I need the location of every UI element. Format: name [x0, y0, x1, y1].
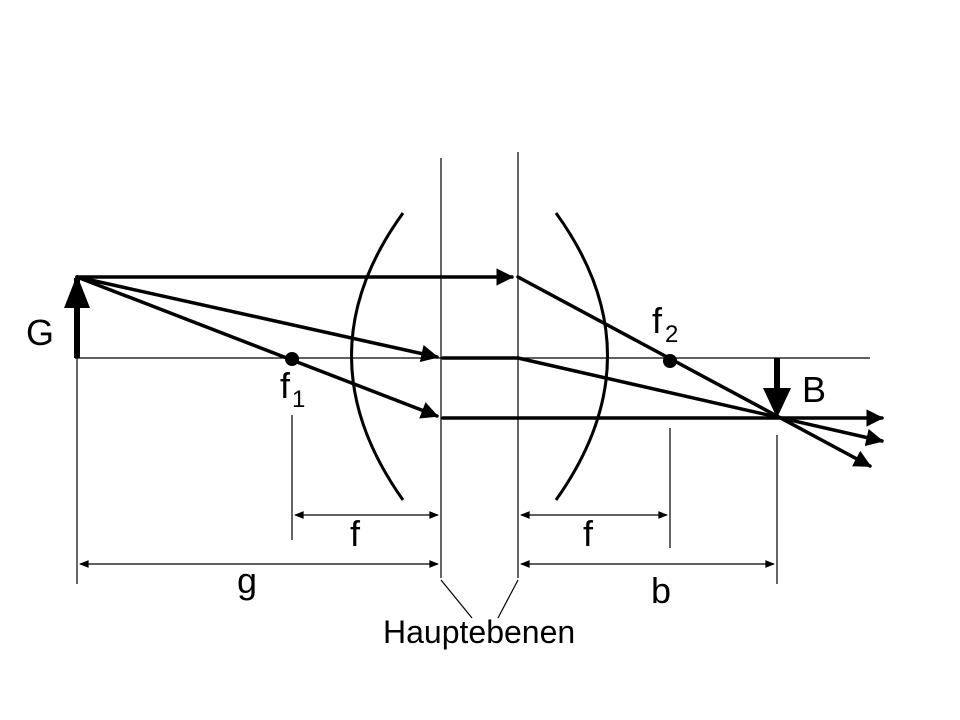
ray-focal-in [75, 275, 439, 419]
focal-point-2 [663, 354, 677, 368]
leader-line-plane-1 [440, 579, 473, 619]
lens-left-surface [350, 212, 405, 501]
label-object-g: G [26, 312, 54, 353]
lens-right-surface [554, 212, 609, 501]
label-object-distance: g [237, 560, 257, 601]
object-arrow-head [64, 275, 90, 308]
label-image-b: B [802, 369, 826, 410]
label-principal-planes: Hauptebenen [383, 614, 575, 650]
label-focal-2: f [652, 300, 663, 341]
label-focal-length-right: f [583, 513, 594, 554]
image-arrow-head [763, 388, 791, 418]
label-focal-length-left: f [350, 513, 361, 554]
label-focal-2-subscript: 2 [665, 321, 678, 348]
focal-point-1 [285, 352, 299, 366]
ray-central-out [516, 356, 884, 447]
ray-parallel-out [516, 275, 872, 468]
label-focal-1: f [280, 365, 291, 406]
ray-central-in [75, 275, 439, 363]
label-image-distance: b [651, 570, 671, 611]
label-focal-1-subscript: 1 [292, 386, 305, 413]
leader-line-plane-2 [497, 579, 519, 619]
